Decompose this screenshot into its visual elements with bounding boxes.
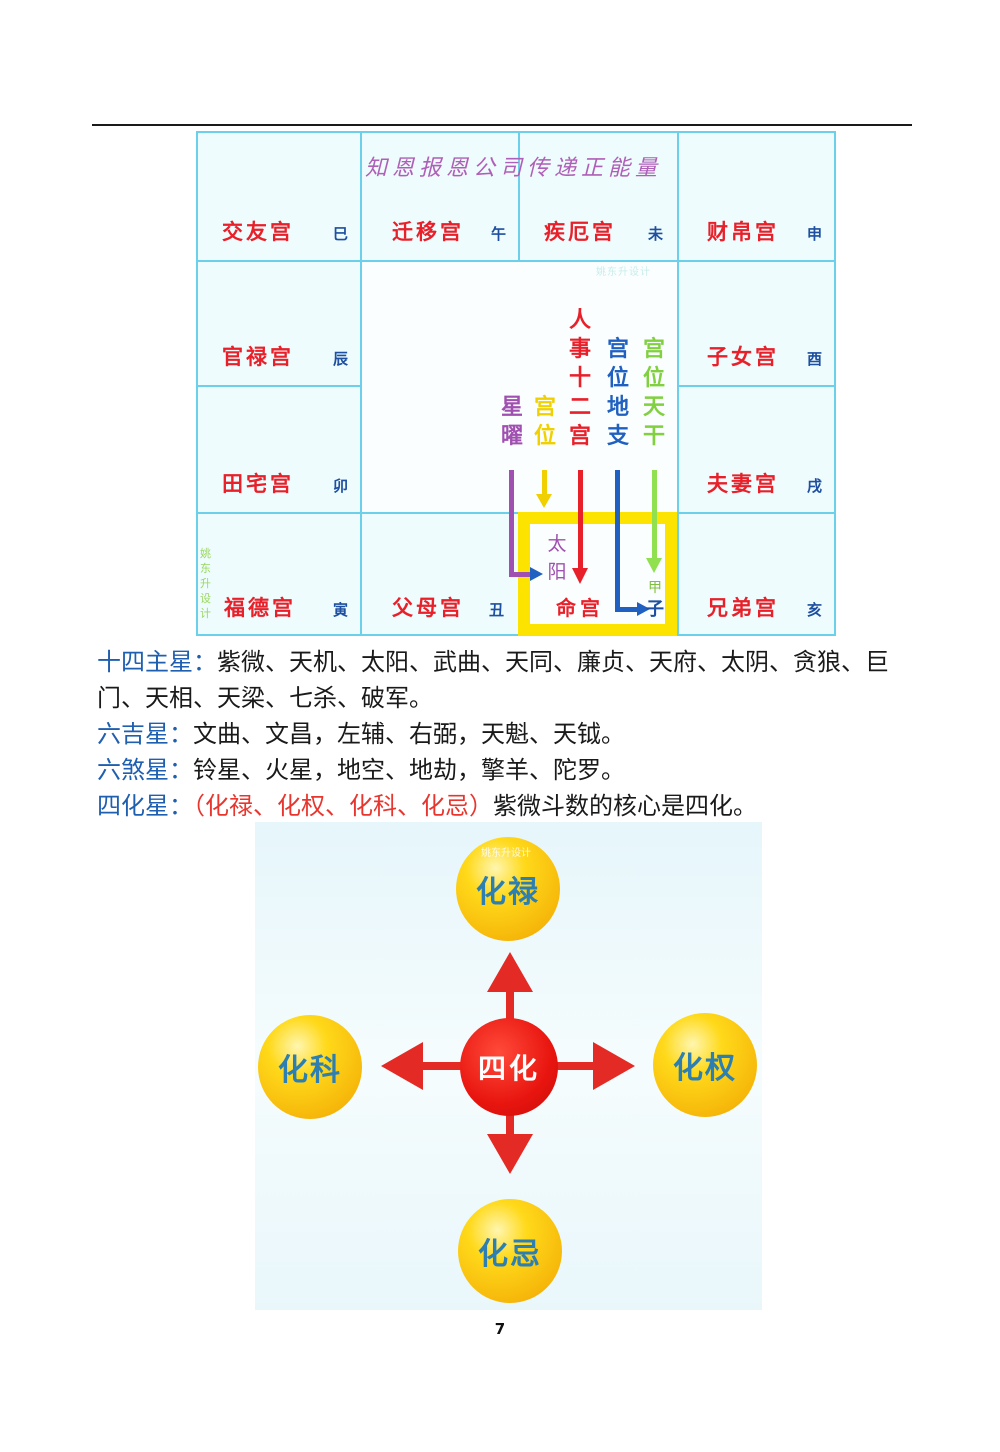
palace-branch: 午 — [490, 225, 506, 243]
hualu-ball: 化禄 — [456, 837, 560, 941]
palace-cell-xu: 夫妻宫 戌 — [677, 385, 836, 514]
palace-name: 夫妻宫 — [707, 471, 779, 496]
arrow-left-icon — [381, 1042, 423, 1090]
sihua-diagram: 四化 化禄 姚东升设计 化科 化权 化忌 — [255, 822, 762, 1310]
lucky-stars-paragraph: 六吉星：文曲、文昌，左辅、右弼，天魁、天钺。 — [97, 716, 927, 752]
palace-cell-shen: 财帛宫 申 — [677, 131, 836, 262]
palace-name: 疾厄宫 — [544, 219, 616, 244]
palace-name: 迁移宫 — [392, 219, 464, 244]
branch-arrow-line — [615, 607, 640, 612]
palace-name: 子女宫 — [707, 344, 779, 369]
lucky-stars-list: 文曲、文昌，左辅、右弼，天魁、天钺。 — [193, 720, 625, 748]
palace-branch: 未 — [647, 225, 663, 243]
position-arrow-head-icon — [536, 494, 552, 508]
huake-ball: 化科 — [258, 1015, 362, 1119]
lucky-stars-label: 六吉星： — [97, 720, 193, 748]
ming-branch: 子 — [646, 599, 664, 620]
legend-heavenly-stem: 宫位天干 — [642, 336, 665, 449]
sihua-list: （化禄、化权、化科、化忌） — [193, 792, 493, 820]
evil-stars-label: 六煞星： — [97, 756, 193, 784]
huake-label: 化科 — [278, 1053, 342, 1088]
palace-branch: 酉 — [806, 350, 822, 368]
ming-palace-name: 命宫 — [556, 596, 604, 620]
ming-stem: 甲 — [648, 580, 662, 596]
motto-text: 知恩报恩公司传递正能量 — [365, 156, 663, 181]
evil-stars-paragraph: 六煞星：铃星、火星，地空、地劫，擎羊、陀罗。 — [97, 752, 927, 788]
palace-name: 官禄宫 — [222, 344, 294, 369]
hualu-label: 化禄 — [476, 875, 540, 910]
sihua-label: 四化星： — [97, 792, 193, 820]
arrow-right-icon — [593, 1042, 635, 1090]
huaji-label: 化忌 — [478, 1237, 542, 1272]
palace-cell-yin: 福德宫 寅 姚东升设计 — [196, 512, 362, 636]
star-arrow-line — [509, 470, 514, 576]
huaji-ball: 化忌 — [458, 1199, 562, 1303]
palace-name: 兄弟宫 — [707, 595, 779, 620]
arrow-right-shaft — [555, 1062, 600, 1070]
star-list-text: 十四主星：紫微、天机、太阳、武曲、天同、廉贞、天府、太阴、贪狼、巨门、天相、天梁… — [97, 644, 927, 824]
arrow-up-shaft — [506, 982, 514, 1042]
palace-name: 父母宫 — [392, 595, 464, 620]
palace-cell-mao: 田宅宫 卯 — [196, 385, 362, 514]
header-rule — [92, 124, 912, 126]
palace-cell-chen: 官禄宫 辰 — [196, 260, 362, 387]
arrow-down-icon — [487, 1134, 533, 1174]
palace-name: 福德宫 — [224, 595, 296, 620]
star-arrow-line — [509, 572, 533, 577]
arrow-left-shaft — [415, 1062, 465, 1070]
evil-stars-list: 铃星、火星，地空、地劫，擎羊、陀罗。 — [193, 756, 625, 784]
main-stars-list: 紫微、天机、太阳、武曲、天同、廉贞、天府、太阴、贪狼、巨门、天相、天梁、七杀、破… — [97, 648, 889, 712]
human-affairs-arrow-line — [578, 470, 583, 570]
main-stars-paragraph: 十四主星：紫微、天机、太阳、武曲、天同、廉贞、天府、太阴、贪狼、巨门、天相、天梁… — [97, 644, 927, 716]
ming-star: 太阳 — [547, 533, 567, 583]
palace-cell-you: 子女宫 酉 — [677, 260, 836, 387]
palace-name: 交友宫 — [222, 219, 294, 244]
main-stars-label: 十四主星： — [97, 648, 217, 676]
palace-name: 田宅宫 — [222, 471, 294, 496]
palace-branch: 寅 — [332, 601, 348, 619]
palace-name: 财帛宫 — [707, 219, 779, 244]
palace-branch: 申 — [806, 225, 822, 243]
palace-branch: 辰 — [332, 350, 348, 368]
ball-watermark: 姚东升设计 — [481, 848, 531, 859]
stem-arrow-head-icon — [646, 558, 662, 573]
human-affairs-arrow-head-icon — [572, 568, 588, 584]
sihua-core: 四化 — [460, 1018, 558, 1116]
branch-arrow-head-icon — [637, 602, 650, 616]
branch-arrow-line — [615, 470, 620, 612]
huaquan-label: 化权 — [673, 1051, 737, 1086]
palace-branch: 卯 — [332, 477, 348, 495]
palace-cell-chou: 父母宫 丑 — [360, 512, 520, 636]
legend-earthly-branch: 宫位地支 — [606, 336, 629, 449]
huaquan-ball: 化权 — [653, 1013, 757, 1117]
sihua-note: 紫微斗数的核心是四化。 — [493, 792, 757, 820]
palace-cell-wu: 迁移宫 午 — [360, 131, 520, 262]
designer-watermark: 姚东升设计 — [200, 547, 211, 620]
palace-cell-si: 交友宫 巳 — [196, 131, 362, 262]
sihua-paragraph: 四化星：（化禄、化权、化科、化忌）紫微斗数的核心是四化。 — [97, 788, 927, 824]
center-watermark: 姚东升设计 — [596, 267, 651, 278]
legend-human-affairs: 人事十二宫 — [568, 307, 591, 449]
palace-branch: 亥 — [806, 601, 822, 619]
palace-branch: 丑 — [488, 601, 504, 619]
palace-cell-wei: 疾厄宫 未 — [518, 131, 679, 262]
arrow-up-icon — [487, 952, 533, 992]
position-arrow-line — [542, 470, 547, 496]
legend-star: 星曜 — [500, 394, 523, 449]
star-arrow-head-icon — [530, 567, 543, 581]
page-number: 7 — [494, 1320, 506, 1338]
legend-position: 宫位 — [533, 394, 556, 449]
stem-arrow-line — [652, 470, 657, 562]
palace-branch: 戌 — [806, 477, 822, 495]
palace-cell-hai: 兄弟宫 亥 — [677, 512, 836, 636]
chart-center — [360, 260, 679, 514]
palace-branch: 巳 — [332, 225, 348, 243]
